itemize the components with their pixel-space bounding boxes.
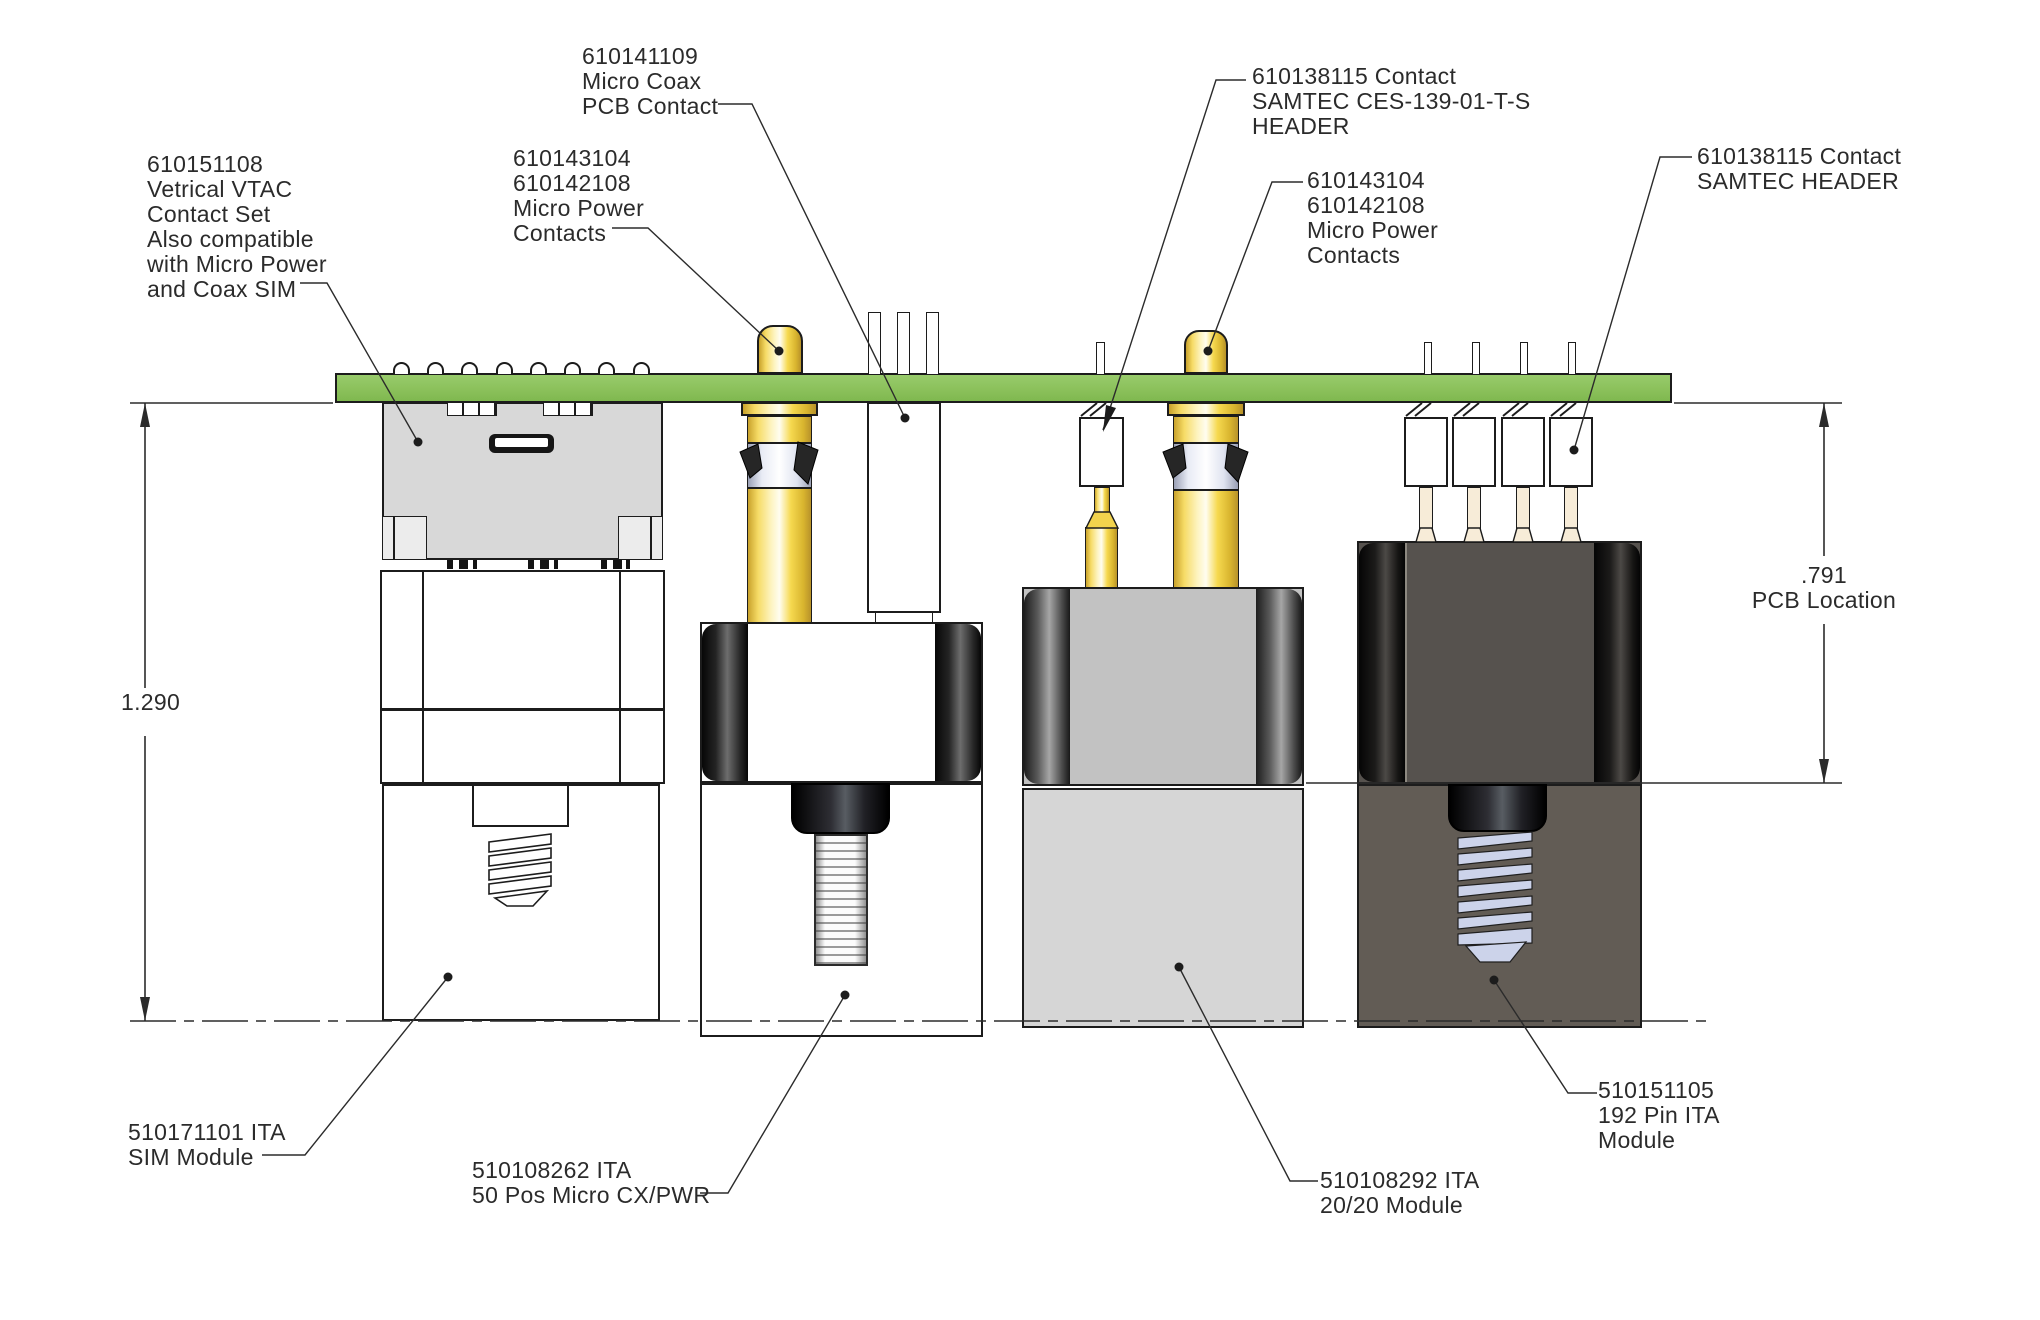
module1-screw-boss [472,784,569,827]
callout-192pin-ita-module: 510151105 192 Pin ITA Module [1598,1077,1720,1153]
module4-header-pin-top-3 [1520,342,1528,374]
callout-samtec-header: 610138115 Contact SAMTEC HEADER [1697,143,1902,194]
module4-header-tail-2 [1467,487,1481,529]
callout-micro-coax-contact: 610141109 Micro Coax PCB Contact [582,43,719,119]
module1-connector-slot [489,434,554,453]
module1-body-upper [380,570,665,784]
module2-power-contact-flange [741,402,818,416]
module3-block-top [1022,587,1304,786]
module3-power-contact-upper [1173,416,1239,443]
module2-coax-pin-3 [926,312,939,374]
callout-vtac-contact-set: 610151108 Vetrical VTAC Contact Set Also… [147,151,327,302]
module2-power-contact-spring-band [747,443,812,488]
module4-header-tail-1 [1419,487,1433,529]
module3-samtec-contact-neck [1094,487,1110,513]
module4-samtec-header-4 [1549,417,1593,487]
module3-samtec-contact-bullet [1085,527,1118,588]
module4-header-pin-top-2 [1472,342,1480,374]
module3-header-pin-top [1096,342,1105,374]
callout-samtec-ces-header: 610138115 Contact SAMTEC CES-139-01-T-S … [1252,63,1531,139]
module4-samtec-header-3 [1501,417,1545,487]
module2-screw-thread [814,834,868,966]
module3-block-bottom [1022,788,1304,1028]
module4-samtec-header-1 [1404,417,1448,487]
module4-tail-flares [1415,527,1582,543]
module4-block-top [1357,541,1642,784]
module2-coax-pin-1 [868,312,881,374]
callout-micro-power-right: 610143104 610142108 Micro Power Contacts [1307,167,1439,268]
module2-coax-contact-body [867,402,941,613]
module3-power-contact-flange [1167,402,1245,416]
module3-power-contact-lower [1173,490,1239,588]
module3-power-contact-cap [1184,330,1228,374]
module3-power-contact-spring-band [1173,443,1239,490]
module2-screw-head [791,783,890,834]
module2-block-top [700,622,983,783]
module1-housing-notch-right [543,402,593,416]
module1-corner-step-right [618,516,663,560]
module4-screw-head [1448,784,1547,832]
module3-samtec-contact-box [1079,417,1124,487]
callout-50pos-micro-cx-pwr: 510108262 ITA 50 Pos Micro CX/PWR [472,1157,711,1208]
module1-housing-notch-left [447,402,497,416]
module4-header-pin-top-1 [1424,342,1432,374]
module2-coax-pin-2 [897,312,910,374]
module4-samtec-header-2 [1452,417,1496,487]
module1-corner-step-left [382,516,427,560]
module1-vtac-housing [382,402,663,560]
contact-spring-flaps [739,441,1249,485]
callout-sim-module: 510171101 ITA SIM Module [128,1119,286,1170]
callout-2020-module: 510108292 ITA 20/20 Module [1320,1167,1480,1218]
dimension-text-pcb-location: .791 PCB Location [1724,563,1924,613]
module2-power-contact-lower [747,488,812,624]
samtec-hatch-marks [1080,402,1577,417]
dimension-text-overall-height: 1.290 [117,690,185,715]
module2-power-contact-upper [747,416,812,443]
pcb-board [335,373,1672,403]
module4-header-tail-4 [1564,487,1578,529]
module4-header-tail-3 [1516,487,1530,529]
module2-power-contact-cap [757,325,803,374]
callout-micro-power-left: 610143104 610142108 Micro Power Contacts [513,145,645,246]
module4-header-pin-top-4 [1568,342,1576,374]
module3-bullet-taper [1084,511,1120,529]
